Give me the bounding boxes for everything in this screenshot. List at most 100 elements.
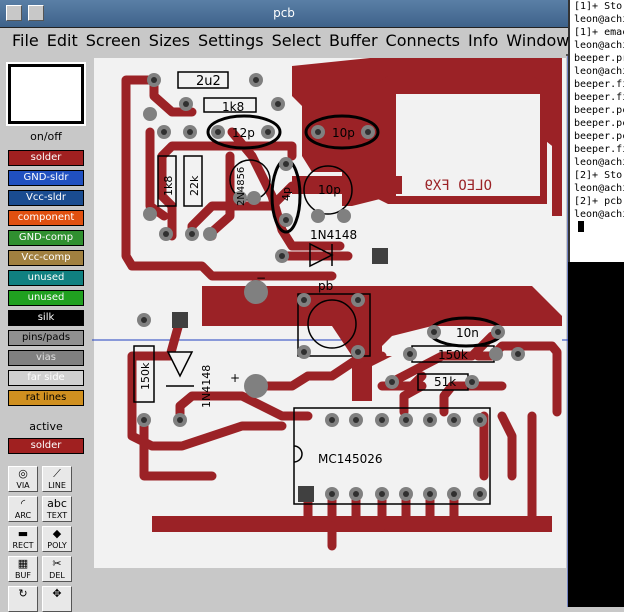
trace-a bbox=[121, 75, 337, 281]
menu-sizes[interactable]: Sizes bbox=[148, 31, 190, 50]
layer-button-gnd-sldr[interactable]: GND-sldr bbox=[8, 170, 84, 186]
terminal-line: [2]+ pcb bbox=[574, 196, 623, 207]
square-pad bbox=[372, 248, 388, 264]
tool-line-button[interactable]: ⟋LINE bbox=[42, 466, 72, 492]
via bbox=[244, 280, 268, 304]
tool-arc-button[interactable]: ◜ARC bbox=[8, 496, 38, 522]
tool-label: POLY bbox=[47, 541, 67, 550]
minimize-button[interactable] bbox=[28, 5, 44, 21]
menu-buffer[interactable]: Buffer bbox=[328, 31, 378, 50]
menu-file[interactable]: File bbox=[12, 31, 39, 50]
label-c-2u2: 2u2 bbox=[196, 74, 221, 89]
label-transistor: 2N4856 bbox=[236, 167, 247, 206]
terminal-line: leon@achi bbox=[574, 183, 624, 194]
silk-c-10p-top bbox=[304, 114, 380, 150]
label-c-4p: 4p bbox=[280, 187, 293, 201]
layer-button-gnd-comp[interactable]: GND-comp bbox=[8, 230, 84, 246]
pcb-window: pcb File Edit Screen Sizes Settings Sele… bbox=[0, 0, 570, 612]
active-layer-button[interactable]: solder bbox=[8, 438, 84, 454]
terminal-line: beeper.fi bbox=[574, 144, 624, 155]
tool-poly-icon: ◆ bbox=[52, 527, 62, 540]
route-style-preview[interactable] bbox=[6, 62, 86, 126]
menu-bar: File Edit Screen Sizes Settings Select B… bbox=[0, 28, 570, 54]
layer-button-silk[interactable]: silk bbox=[8, 310, 84, 326]
pad bbox=[143, 107, 157, 121]
trace-b bbox=[149, 75, 197, 117]
tool-extra-8-icon: ↻ bbox=[18, 587, 28, 600]
terminal-line: beeper.fi bbox=[574, 92, 624, 103]
tool-extra-9-button[interactable]: ✥ bbox=[42, 586, 72, 612]
label-r-51k: 51k bbox=[434, 375, 456, 389]
tool-line-icon: ⟋ bbox=[53, 467, 61, 480]
tool-rect-icon: ▬ bbox=[17, 527, 29, 540]
label-r-1k8-v: 1k8 bbox=[162, 176, 175, 196]
label-plus: + bbox=[230, 371, 240, 385]
label-r-1k8: 1k8 bbox=[222, 100, 244, 114]
menu-select[interactable]: Select bbox=[271, 31, 321, 50]
tool-label: ARC bbox=[14, 511, 32, 520]
tool-via-button[interactable]: ◎VIA bbox=[8, 466, 38, 492]
terminal-line: leon@achi bbox=[574, 14, 624, 25]
title-bar[interactable]: pcb bbox=[0, 0, 568, 28]
pad-holes bbox=[141, 77, 521, 497]
layer-button-unused[interactable]: unused bbox=[8, 290, 84, 306]
tool-rect-button[interactable]: ▬RECT bbox=[8, 526, 38, 552]
layer-button-unused[interactable]: unused bbox=[8, 270, 84, 286]
layer-button-rat-lines[interactable]: rat lines bbox=[8, 390, 84, 406]
pcb-canvas[interactable]: 2u2 1k8 12p 10p 10p 4p 1k8 22k 2N4856 1N… bbox=[92, 56, 568, 607]
window-menu-button[interactable] bbox=[6, 5, 22, 21]
label-mirror-text: OLEO FX9 bbox=[425, 178, 492, 194]
tool-arc-icon: ◜ bbox=[20, 497, 26, 510]
silk-c-12p bbox=[206, 114, 282, 150]
layer-button-vcc-sldr[interactable]: Vcc-sldr bbox=[8, 190, 84, 206]
menu-screen[interactable]: Screen bbox=[85, 31, 141, 50]
menu-window[interactable]: Window bbox=[506, 31, 570, 50]
layer-button-far-side[interactable]: far side bbox=[8, 370, 84, 386]
pad bbox=[233, 191, 247, 205]
label-c-12p: 12p bbox=[232, 126, 255, 140]
label-c-10p-top: 10p bbox=[332, 126, 355, 140]
layer-button-pins-pads[interactable]: pins/pads bbox=[8, 330, 84, 346]
trace-j bbox=[139, 417, 217, 481]
layer-button-component[interactable]: component bbox=[8, 210, 84, 226]
silk-pb bbox=[297, 293, 371, 357]
layer-button-vias[interactable]: vias bbox=[8, 350, 84, 366]
terminal-line: beeper.pc bbox=[574, 118, 624, 129]
copper-pours bbox=[152, 58, 562, 532]
terminal-prompt[interactable] bbox=[570, 221, 624, 236]
square-pads bbox=[172, 248, 388, 502]
tool-buf-button[interactable]: ▦BUF bbox=[8, 556, 38, 582]
label-ic: MC145026 bbox=[318, 452, 383, 466]
tool-poly-button[interactable]: ◆POLY bbox=[42, 526, 72, 552]
tool-del-button[interactable]: ✂DEL bbox=[42, 556, 72, 582]
label-diode-top: 1N4148 bbox=[310, 228, 357, 242]
tool-del-icon: ✂ bbox=[52, 557, 62, 570]
pad bbox=[337, 209, 351, 223]
menu-settings[interactable]: Settings bbox=[197, 31, 264, 50]
silk-diode-left bbox=[166, 351, 194, 378]
label-r-150k: 150k bbox=[438, 348, 468, 362]
tool-extra-8-button[interactable]: ↻ bbox=[8, 586, 38, 612]
menu-edit[interactable]: Edit bbox=[46, 31, 78, 50]
layer-button-vcc-comp[interactable]: Vcc-comp bbox=[8, 250, 84, 266]
terminal-line: beeper.fi bbox=[574, 79, 624, 90]
menu-connects[interactable]: Connects bbox=[385, 31, 461, 50]
silk-r-1k8 bbox=[203, 97, 257, 113]
label-diode-left: 1N4148 bbox=[200, 365, 213, 408]
tool-label: TEXT bbox=[46, 511, 68, 520]
trace-k bbox=[175, 391, 313, 427]
board-svg[interactable]: 2u2 1k8 12p 10p 10p 4p 1k8 22k 2N4856 1N… bbox=[92, 56, 568, 607]
desktop-background bbox=[568, 262, 624, 607]
terminal-line: leon@achi bbox=[574, 66, 624, 77]
tool-label: BUF bbox=[15, 571, 31, 580]
trace-g bbox=[227, 127, 345, 251]
tool-label: DEL bbox=[49, 571, 65, 580]
square-pad bbox=[298, 486, 314, 502]
menu-info[interactable]: Info bbox=[468, 31, 499, 50]
tool-label: VIA bbox=[16, 481, 30, 490]
tool-label: RECT bbox=[12, 541, 34, 550]
layer-button-solder[interactable]: solder bbox=[8, 150, 84, 166]
